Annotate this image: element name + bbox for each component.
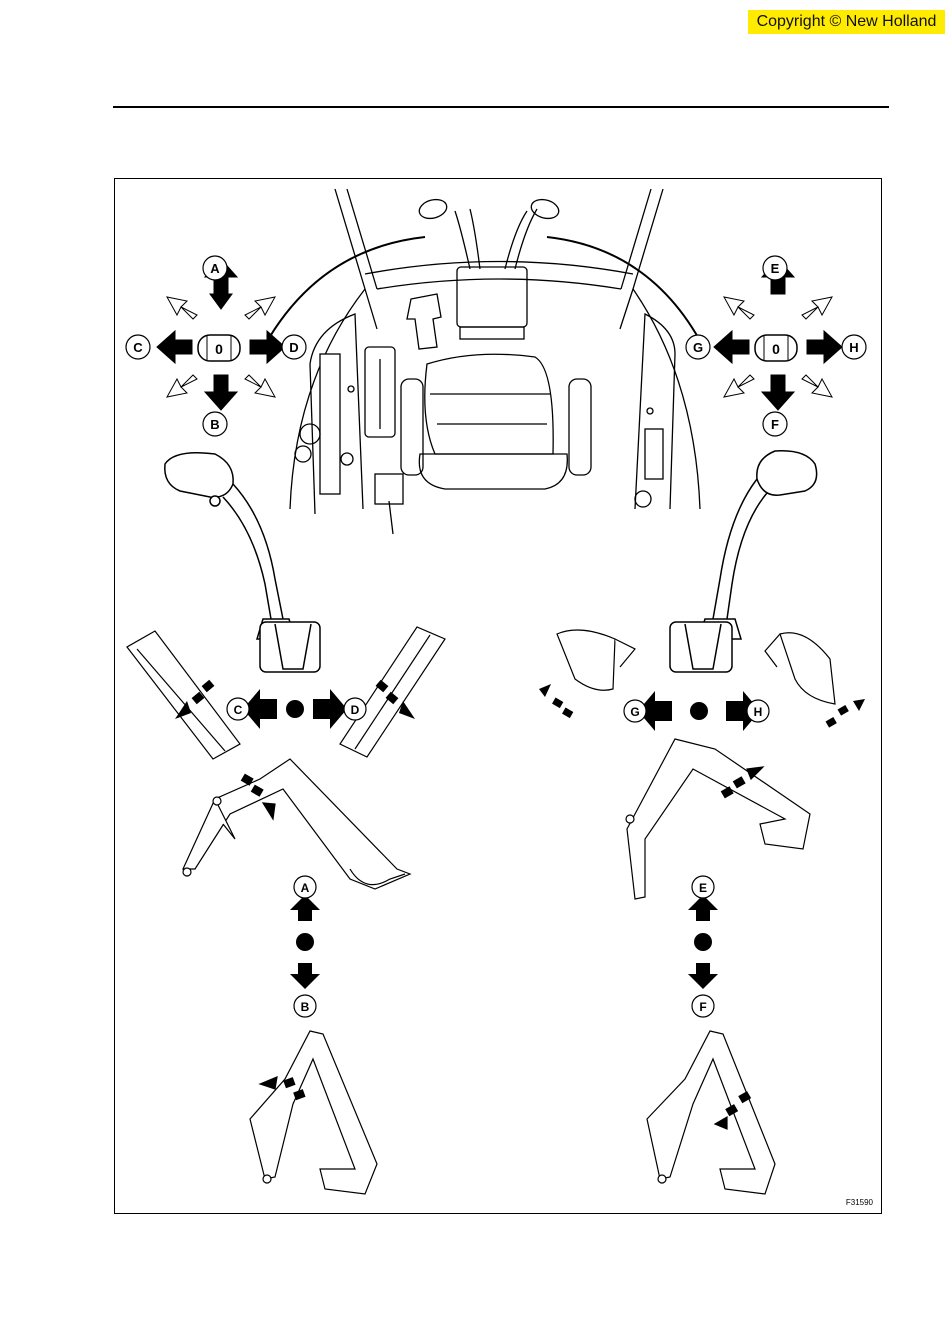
left-joystick-pattern: 0 A B C D xyxy=(126,256,306,436)
boom-label-a: A xyxy=(301,881,310,895)
left-boom-diagram-1 xyxy=(183,759,410,889)
label-g: G xyxy=(693,340,703,355)
label-d: D xyxy=(289,340,298,355)
left-boom-diagram-2 xyxy=(250,1031,377,1194)
copyright-banner: Copyright © New Holland xyxy=(748,10,945,34)
left-neutral-label: 0 xyxy=(215,341,223,357)
figure-id: F31590 xyxy=(846,1198,873,1207)
label-e: E xyxy=(771,261,780,276)
boom-label-e: E xyxy=(699,881,707,895)
left-joystick-handle xyxy=(165,453,320,672)
label-f: F xyxy=(771,417,779,432)
bucket-label-g: G xyxy=(630,705,639,719)
label-c: C xyxy=(133,340,143,355)
right-neutral-label: 0 xyxy=(772,341,780,357)
left-boom-ab-controls: A B xyxy=(290,876,320,1017)
label-h: H xyxy=(849,340,858,355)
boom-label-b: B xyxy=(301,1000,310,1014)
header-rule xyxy=(113,106,889,108)
right-joystick-pattern: 0 E F G H xyxy=(686,256,866,436)
boom-label-f: F xyxy=(699,1000,706,1014)
right-boom-diagram-2 xyxy=(647,1031,775,1194)
cab-illustration xyxy=(260,189,707,534)
label-b: B xyxy=(210,417,219,432)
swing-label-c: C xyxy=(234,703,243,717)
bucket-label-h: H xyxy=(754,705,763,719)
right-boom-diagram-1 xyxy=(626,739,810,899)
swing-label-d: D xyxy=(351,703,360,717)
label-a: A xyxy=(210,261,220,276)
control-diagram-figure: 0 A B C D xyxy=(114,178,882,1214)
right-boom-ef-controls: E F xyxy=(688,876,718,1017)
